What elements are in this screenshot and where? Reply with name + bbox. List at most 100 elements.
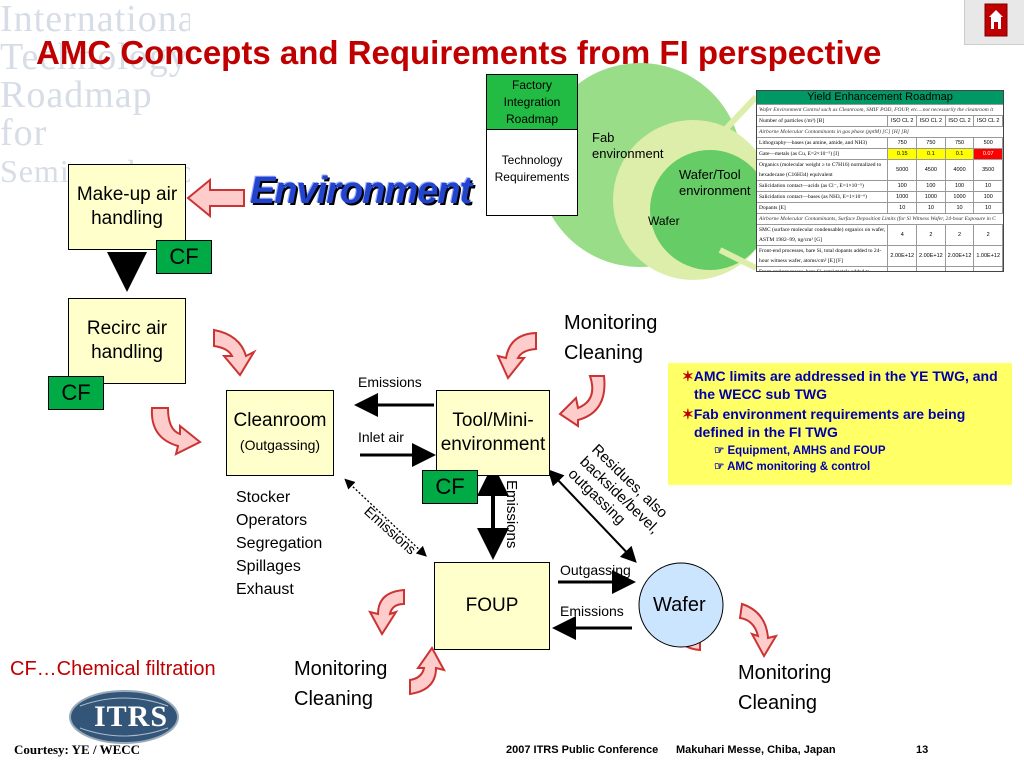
table-cell-label: Airborne Molecular Contaminants in gas p… (759, 129, 909, 135)
table-cell-label: Number of particles (/m³) [B] (757, 116, 889, 126)
sub-bullet-2: ☞ AMC monitoring & control (676, 459, 1004, 475)
sub-bullet-1: ☞ Equipment, AMHS and FOUP (676, 443, 1004, 459)
emissions-top-label: Emissions (358, 374, 422, 390)
technology-requirements-box: Technology Requirements (486, 130, 578, 216)
roadmap-rows: Wafer Environment Control such as Cleanr… (757, 104, 1003, 271)
sub-bullet-2-text: AMC monitoring & control (727, 461, 871, 473)
list-item: Stocker (236, 489, 291, 506)
tool-label: Tool/Mini- environment (440, 410, 546, 455)
table-row: Salicidation contact—acids (as Cl⁻, E=1×… (757, 180, 1003, 191)
cleanroom-sub-label: (Outgassing) (239, 437, 321, 453)
monitoring-cleaning-bottom-left: Monitoring Cleaning (294, 654, 387, 714)
table-cell: 1.00E+12 (974, 246, 1003, 266)
monitoring-cleaning-bottom-right: Monitoring Cleaning (738, 658, 831, 718)
cf-badge-makeup: CF (156, 240, 212, 274)
table-cell: 3500 (974, 160, 1003, 180)
table-cell: 100 (888, 181, 918, 191)
star-icon: ✶ (682, 406, 694, 422)
footer-page-number: 13 (916, 744, 929, 756)
table-cell: 0.1 (945, 149, 975, 159)
table-cell: 5000 (888, 160, 918, 180)
wafer-ring-label: Wafer (648, 214, 680, 228)
table-cell-label: Airborne Molecular Contaminants, Surface… (759, 216, 996, 222)
table-cell: 100 (974, 192, 1003, 202)
table-cell: 10 (917, 203, 946, 213)
monitoring-label: Monitoring (294, 658, 388, 680)
outgassing-label: Outgassing (560, 562, 631, 578)
table-cell: 750 (888, 138, 918, 148)
table-cell: 1000 (946, 192, 975, 202)
cleanroom-sources-list: Stocker Operators Segregation Spillages … (236, 486, 322, 601)
pointing-hand-icon: ☞ (714, 461, 728, 473)
table-row: SMC (surface molecular condensable) orga… (757, 224, 1003, 245)
table-cell: 2 (917, 225, 946, 245)
table-row: Airborne Molecular Contaminants, Surface… (757, 213, 1003, 224)
table-cell: 500 (974, 138, 1003, 148)
bullet-callout: ✶AMC limits are addressed in the YE TWG,… (668, 363, 1012, 485)
table-cell: 100 (946, 181, 975, 191)
table-cell: 750 (917, 138, 946, 148)
table-cell: 10 (974, 203, 1003, 213)
table-cell-label: Wafer Environment Control such as Cleanr… (759, 107, 994, 113)
home-button[interactable] (964, 0, 1024, 45)
cleanroom-label: Cleanroom (233, 410, 327, 431)
wafer-label: Wafer (653, 594, 706, 616)
table-cell: 4500 (917, 160, 946, 180)
cf-legend: CF…Chemical filtration (10, 658, 216, 680)
table-cell-label: Salicidation contact—acids (as Cl⁻, E=1×… (757, 181, 889, 191)
foup-label: FOUP (465, 595, 519, 616)
table-row: Wafer Environment Control such as Cleanr… (757, 104, 1003, 115)
wafer-tool-environment-label: Wafer/Tool environment (679, 167, 751, 198)
emissions-vertical-label: Emissions (503, 480, 520, 549)
cf-label: CF (435, 474, 465, 499)
cf-label: CF (61, 380, 91, 405)
cf-label: CF (169, 244, 199, 269)
tech-line-1: Technology (501, 153, 563, 167)
table-cell: 2 (946, 225, 975, 245)
table-cell-label: Front-end processes, bare Si, total meta… (757, 267, 889, 271)
table-cell: 1000 (917, 192, 946, 202)
red-arrow-left (186, 177, 245, 219)
table-cell: 1000 (888, 192, 918, 202)
list-item: Operators (236, 512, 308, 529)
list-item: Exhaust (236, 581, 294, 598)
table-cell: 2.00E+12 (888, 246, 918, 266)
table-cell: 2.00E+12 (917, 246, 946, 266)
table-cell: 2.00E+10 (888, 267, 918, 271)
bg-word-3: Roadmap for (0, 74, 153, 154)
table-cell: 2.00E+12 (946, 246, 975, 266)
wafer-ring (650, 150, 770, 270)
cleaning-label: Cleaning (564, 342, 643, 364)
table-cell: 100 (917, 181, 946, 191)
fab-environment-label: Fab environment (592, 130, 664, 161)
tool-mini-environment-box: Tool/Mini- environment (436, 390, 550, 476)
wafer-circle (638, 562, 724, 648)
table-cell: ISO CL 2 (946, 116, 975, 126)
table-cell-label: Gate—metals (as Cu, E=2×10⁻⁵) [I] (757, 149, 889, 159)
table-cell-label: Organics (molecular weight ≥ to C7H16) n… (757, 160, 889, 180)
star-icon: ✶ (682, 368, 694, 384)
list-item: Spillages (236, 558, 301, 575)
itrs-logo-text: ITRS (94, 700, 169, 733)
emissions-bottom-label: Emissions (560, 603, 624, 619)
recirc-air-label: Recirc air handling (86, 318, 168, 363)
footer-courtesy: Courtesy: YE / WECC (14, 742, 141, 757)
cleaning-label: Cleaning (294, 688, 373, 710)
pointing-hand-icon: ☞ (714, 445, 728, 457)
cf-badge-tool: CF (422, 470, 478, 504)
footer-conference: 2007 ITRS Public Conference (506, 744, 659, 756)
bullet-2-text: Fab environment requirements are being d… (693, 406, 966, 440)
home-icon (984, 3, 1008, 37)
table-cell: ISO CL 2 (888, 116, 918, 126)
bullet-1: ✶AMC limits are addressed in the YE TWG,… (676, 367, 1004, 403)
footer-venue: Makuhari Messe, Chiba, Japan (676, 744, 836, 756)
table-cell: 10 (974, 181, 1003, 191)
cleanroom-box: Cleanroom (Outgassing) (226, 390, 334, 476)
cleaning-label: Cleaning (738, 692, 817, 714)
bullet-1-text: AMC limits are addressed in the YE TWG, … (693, 368, 998, 402)
table-cell-label: Front-end processes, bare Si, total dopa… (757, 246, 889, 266)
table-cell: 0.1 (917, 149, 946, 159)
